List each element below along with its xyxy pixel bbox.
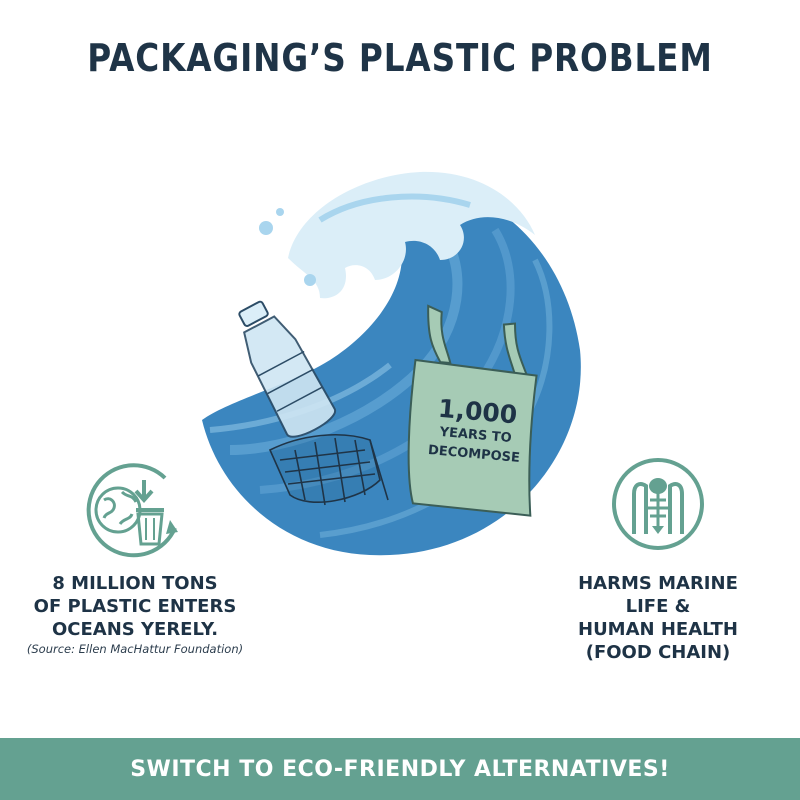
cta-text: SWITCH TO ECO-FRIENDLY ALTERNATIVES! bbox=[130, 756, 670, 782]
right-stat-text: HARMS MARINE LIFE & HUMAN HEALTH (FOOD C… bbox=[548, 572, 768, 664]
left-line-1: 8 MILLION TONS bbox=[52, 573, 218, 594]
source-citation: (Source: Ellen MacHattur Foundation) bbox=[26, 642, 244, 656]
plastic-bottle bbox=[238, 300, 336, 438]
wave-illustration bbox=[202, 171, 581, 556]
right-line-1: HARMS MARINE bbox=[578, 573, 738, 594]
cta-banner: SWITCH TO ECO-FRIENDLY ALTERNATIVES! bbox=[0, 738, 800, 800]
right-line-4: (FOOD CHAIN) bbox=[585, 642, 731, 663]
right-line-3: HUMAN HEALTH bbox=[578, 619, 738, 640]
left-stat-text: 8 MILLION TONS OF PLASTIC ENTERS OCEANS … bbox=[0, 572, 270, 641]
left-line-3: OCEANS YERELY. bbox=[51, 619, 219, 640]
globe-recycle-trash-icon bbox=[86, 463, 178, 558]
fish-skeleton-icon bbox=[612, 458, 704, 550]
right-line-2: LIFE & bbox=[625, 596, 691, 617]
left-line-2: OF PLASTIC ENTERS bbox=[33, 596, 237, 617]
bag-decompose-stat: 1,000 YEARS TO DECOMPOSE bbox=[417, 393, 534, 469]
fishing-net bbox=[268, 434, 389, 506]
page-title: PACKAGING’S PLASTIC PROBLEM bbox=[87, 36, 713, 80]
plastic-bag bbox=[407, 304, 538, 517]
